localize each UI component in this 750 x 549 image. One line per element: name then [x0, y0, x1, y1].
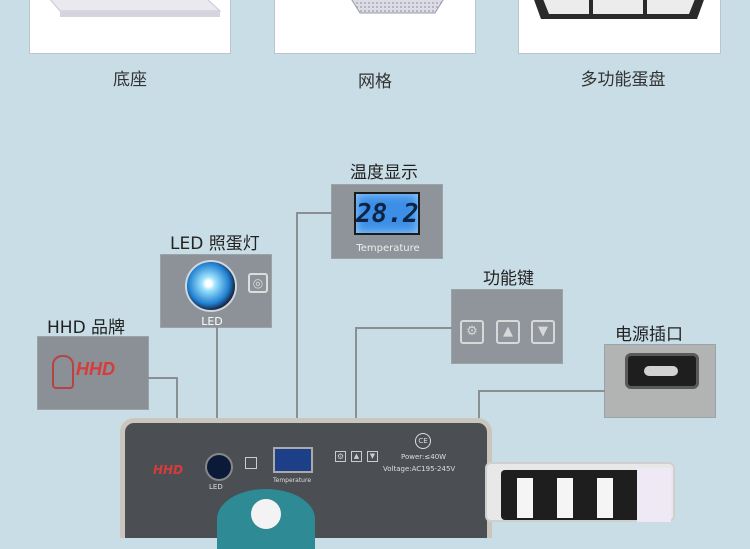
power-socket-box	[604, 344, 716, 418]
gear-icon: ⚙	[466, 324, 478, 339]
panel-led-lamp[interactable]	[205, 453, 233, 481]
up-key[interactable]: ▲	[496, 320, 520, 344]
egg-tray	[485, 462, 675, 522]
leader-power-h	[478, 390, 605, 392]
base-image	[49, 0, 222, 17]
leader-temperature	[296, 212, 332, 214]
led-label: LED 照蛋灯	[170, 234, 260, 254]
base-caption: 底座	[113, 70, 147, 90]
power-socket	[625, 353, 699, 389]
panel-lcd	[273, 447, 313, 473]
panel-led-label: LED	[209, 483, 223, 491]
panel-up-key[interactable]: ▲	[351, 451, 362, 462]
led-box: ◎ LED	[160, 254, 272, 328]
lcd-reading: 28.2	[356, 199, 419, 229]
led-lamp	[185, 260, 237, 312]
incubator-control-panel: HHD LED Temperature ⚙ ▲ ▼ CE Power:≤40W …	[120, 418, 492, 549]
leader-led	[216, 327, 218, 452]
panel-bulb-icon[interactable]	[245, 457, 257, 469]
leader-keys-h	[355, 327, 452, 329]
arrow-up-icon: ▲	[503, 324, 513, 339]
panel-temp-label: Temperature	[273, 477, 312, 484]
grid-caption: 网格	[358, 72, 392, 92]
leader-keys-v	[355, 327, 357, 445]
settings-key[interactable]: ⚙	[460, 320, 484, 344]
panel-dial	[217, 489, 315, 549]
brand-logo-icon	[52, 355, 74, 389]
brand-box: HHD	[37, 336, 149, 410]
function-keys-label: 功能键	[483, 269, 534, 289]
brand-logo-text: HHD	[76, 359, 115, 379]
temperature-label: 温度显示	[350, 163, 418, 183]
temperature-sub-label: Temperature	[356, 243, 420, 254]
function-keys-box: ⚙ ▲ ▼	[451, 289, 563, 364]
arrow-down-icon: ▼	[538, 324, 548, 339]
temperature-display-box: 28.2 Temperature	[331, 184, 443, 259]
tray-caption: 多功能蛋盘	[580, 70, 666, 90]
base-image-frame	[29, 0, 231, 54]
panel-logo: HHD	[153, 463, 184, 477]
voltage-spec: Voltage:AC195-245V	[383, 465, 456, 473]
egg-tray-image	[534, 0, 704, 19]
led-sub-label: LED	[201, 315, 223, 328]
grid-image	[351, 0, 444, 14]
leader-brand-v	[176, 377, 178, 447]
power-spec: Power:≤40W	[401, 453, 447, 461]
lcd-screen: 28.2	[354, 192, 420, 235]
leader-temperature-v	[296, 212, 298, 442]
brand-label: HHD 品牌	[47, 318, 126, 338]
bulb-icon: ◎	[248, 273, 268, 293]
panel-down-key[interactable]: ▼	[367, 451, 378, 462]
leader-brand-h	[148, 377, 178, 379]
ce-mark: CE	[415, 433, 431, 449]
power-socket-label: 电源插口	[615, 325, 683, 345]
down-key[interactable]: ▼	[531, 320, 555, 344]
tray-image-frame	[518, 0, 721, 54]
grid-image-frame	[274, 0, 476, 54]
panel-settings-key[interactable]: ⚙	[335, 451, 346, 462]
